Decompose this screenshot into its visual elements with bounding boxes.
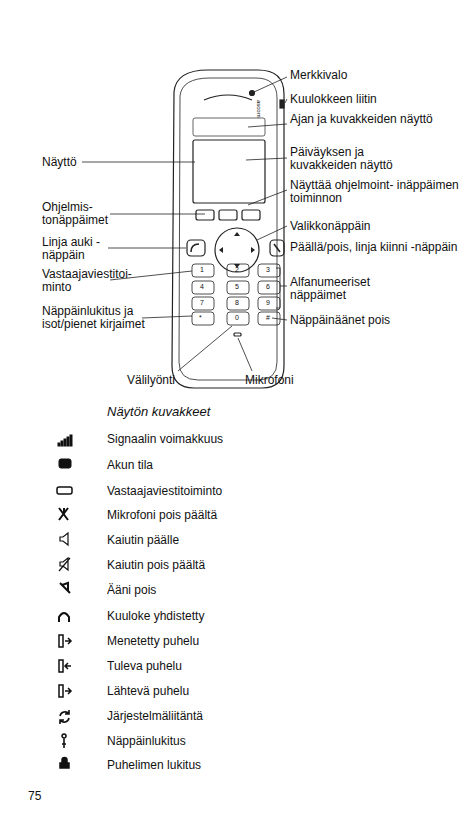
- legend-text: Mikrofoni pois päältä: [107, 509, 217, 522]
- legend-text: Lähtevä puhelu: [107, 685, 189, 698]
- end-key: [270, 240, 284, 256]
- nav-arrows: [219, 232, 255, 268]
- soft-key: [219, 210, 237, 220]
- part-label: Välilyönti: [127, 374, 175, 387]
- page-number: 75: [28, 790, 41, 803]
- key-buttons: [192, 264, 280, 325]
- legend-text: Järjestelmäliitäntä: [107, 710, 203, 723]
- key-digit: 8: [235, 299, 239, 307]
- part-label: Vastaajaviestitoi- minto: [42, 268, 137, 294]
- key-digit: 0: [235, 314, 239, 322]
- part-label: Päällä/pois, linja kiinni -näppäin: [290, 241, 468, 254]
- status-icons: [57, 435, 72, 768]
- call-key: [187, 240, 205, 256]
- legend-text: Kuuloke yhdistetty: [107, 610, 204, 623]
- key-digit: 6: [266, 283, 270, 291]
- part-label: Ohjelmis- tonäppäimet: [42, 201, 127, 227]
- phone-body: [172, 70, 284, 388]
- legend-text: Näppäinlukitus: [107, 735, 186, 748]
- legend-text: Menetetty puhelu: [107, 635, 199, 648]
- part-label: Päiväyksen ja kuvakkeiden näyttö: [290, 146, 420, 172]
- part-label: Alfanumeeriset näppäimet: [290, 276, 410, 302]
- legend-text: Kaiutin pois päältä: [107, 559, 205, 572]
- microphone: [234, 333, 241, 336]
- key-digit: 5: [235, 283, 239, 291]
- phone-inner: [179, 78, 277, 380]
- brand-logo: ascom: [255, 100, 262, 118]
- soft-key: [196, 210, 214, 220]
- indicator-light: [250, 91, 255, 96]
- part-label: Linja auki - näppäin: [42, 236, 122, 262]
- part-label: Näyttää ohjelmoint- inäppäimen toiminnon: [290, 179, 468, 205]
- legend-text: Ääni pois: [107, 584, 156, 597]
- legend-text: Vastaajaviestitoiminto: [107, 485, 222, 498]
- key-digit: 1: [200, 266, 204, 274]
- end-symbol: [274, 244, 280, 252]
- legend-text: Kaiutin päälle: [107, 534, 179, 547]
- part-label: Ajan ja kuvakkeiden näyttö: [290, 113, 450, 126]
- key-digit: #: [266, 314, 270, 322]
- legend-text: Puhelimen lukitus: [107, 759, 201, 772]
- part-label: Näppäinlukitus ja isot/pienet kirjaimet: [42, 305, 152, 331]
- key-digit: 9: [266, 299, 270, 307]
- legend-title: Näytön kuvakkeet: [107, 405, 210, 418]
- part-label: Näppäinäänet pois: [290, 314, 390, 327]
- key-digit: 7: [200, 299, 204, 307]
- part-label: Kuulokkeen liitin: [290, 93, 377, 106]
- legend-text: Tuleva puhelu: [107, 660, 182, 673]
- part-label: Näyttö: [42, 156, 77, 169]
- display-top: [193, 118, 265, 136]
- legend-text: Akun tila: [107, 459, 153, 472]
- display: [193, 140, 265, 203]
- key-digit: *: [199, 314, 202, 322]
- part-label: Valikkonäppäin: [290, 220, 371, 233]
- soft-key: [242, 210, 260, 220]
- legend-text: Signaalin voimakkuus: [107, 433, 223, 446]
- navigation-key: [215, 228, 259, 272]
- call-symbol: [191, 244, 199, 252]
- key-digit: 2: [235, 266, 239, 274]
- part-label: Merkkivalo: [290, 69, 347, 82]
- key-digit: 4: [200, 283, 204, 291]
- part-label: Mikrofoni: [245, 374, 294, 387]
- key-digit: 3: [266, 266, 270, 274]
- earpiece: [204, 95, 252, 100]
- headset-jack: [280, 100, 284, 108]
